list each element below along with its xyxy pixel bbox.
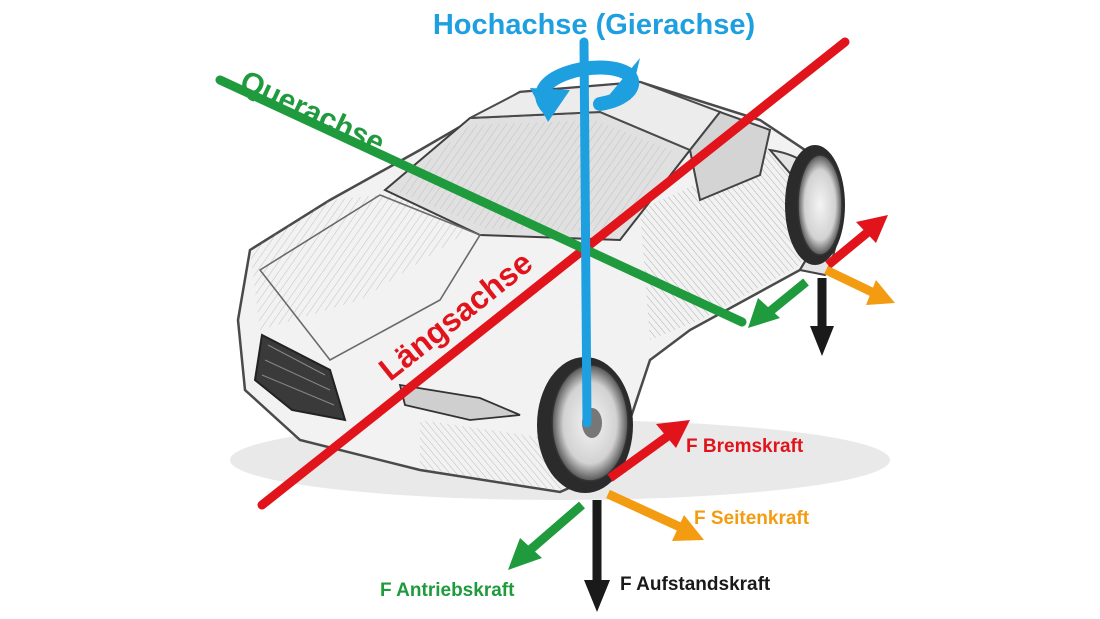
front-drive-force-arrow <box>508 505 582 570</box>
side-force-label: F Seitenkraft <box>694 508 810 529</box>
lateral-axis-label: Querachse <box>235 64 390 159</box>
front-side-force-arrow <box>608 494 704 541</box>
drive-force-label: F Antriebskraft <box>380 580 515 601</box>
rear-wheel <box>785 145 845 265</box>
normal-force-label: F Aufstandskraft <box>620 574 771 595</box>
rear-normal-force-arrow <box>810 278 834 356</box>
vertical-axis-line <box>584 42 587 423</box>
front-normal-force-arrow <box>584 500 610 612</box>
rear-side-force-arrow <box>826 270 895 305</box>
vertical-axis-label: Hochachse (Gierachse) <box>433 9 755 41</box>
brake-force-label: F Bremskraft <box>686 436 804 457</box>
